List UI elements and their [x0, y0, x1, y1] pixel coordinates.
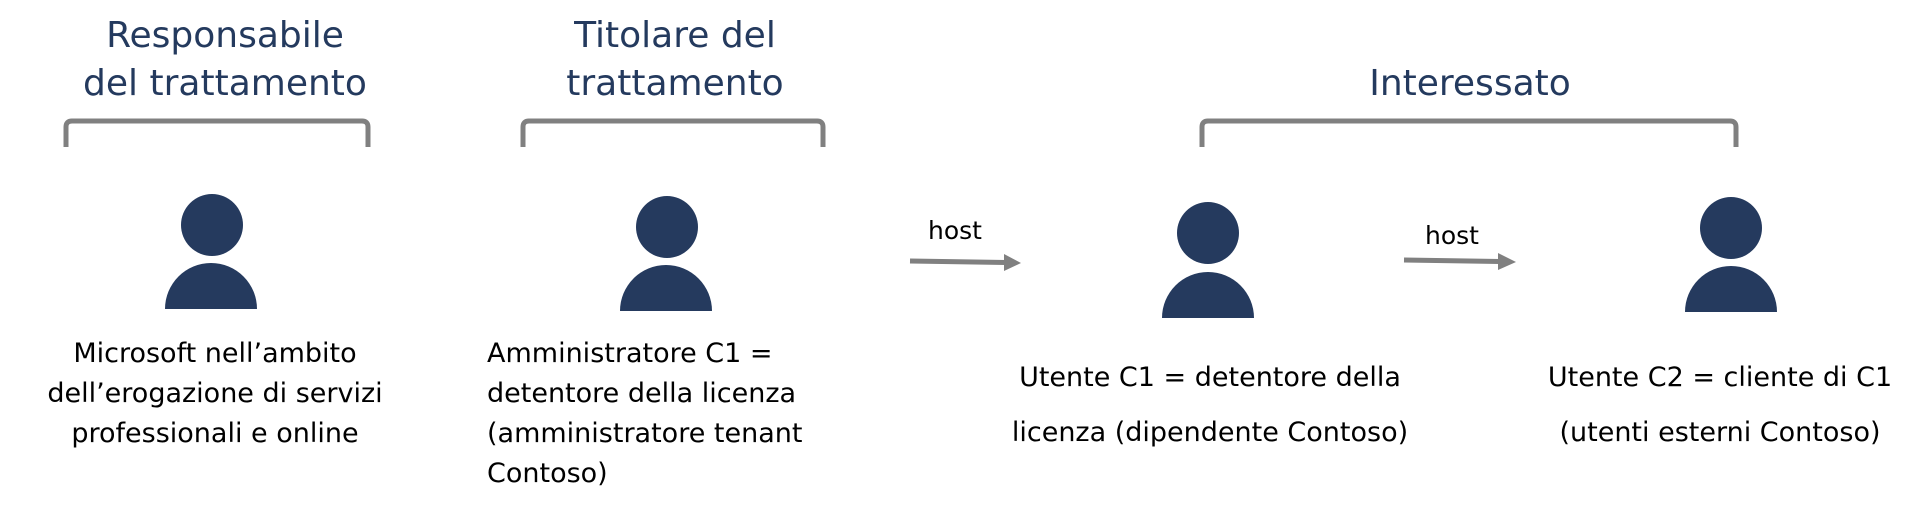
bracket-responsabile — [63, 118, 371, 147]
arrow-label-host: host — [1425, 221, 1479, 250]
person-label-microsoft: Microsoft nell’ambito dell’erogazione di… — [47, 338, 383, 449]
person-icon — [620, 196, 712, 311]
person-label-utente-c2: Utente C2 = cliente di C1 (utenti estern… — [1547, 362, 1893, 448]
person-icon — [1685, 197, 1777, 312]
person-label-amministratore-c1: Amministratore C1 = detentore della lice… — [487, 338, 803, 489]
arrow-right-icon — [909, 254, 1021, 271]
arrow-label-host: host — [928, 216, 982, 245]
heading-responsabile: Responsabile del trattamento — [83, 15, 367, 104]
heading-interessato: Interessato — [1369, 63, 1571, 104]
person-label-utente-c1: Utente C1 = detentore della licenza (dip… — [1011, 362, 1409, 448]
arrow-right-icon — [1403, 253, 1516, 270]
person-icon — [165, 194, 257, 309]
heading-titolare: Titolare del trattamento — [566, 15, 784, 104]
person-icon — [1162, 202, 1254, 318]
bracket-titolare — [520, 118, 826, 147]
bracket-interessato — [1199, 118, 1739, 147]
